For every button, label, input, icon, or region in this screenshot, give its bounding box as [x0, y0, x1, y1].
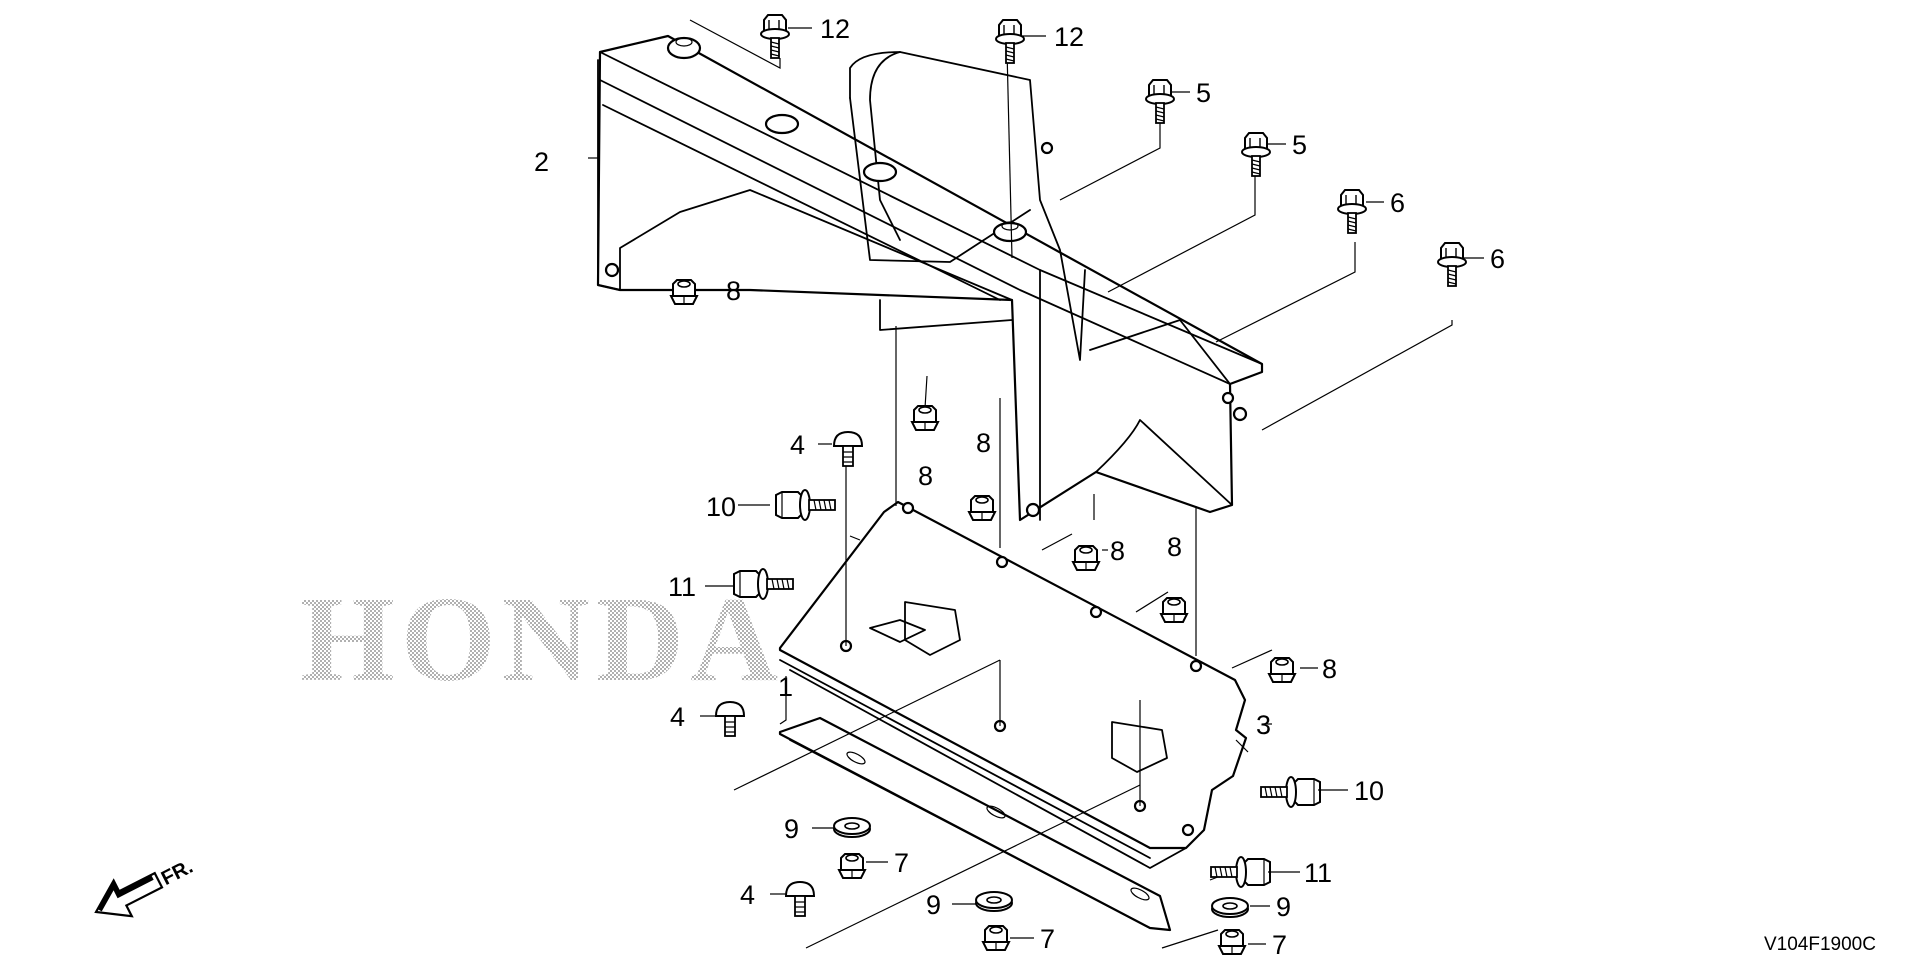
- callout-8-f: 8: [1322, 654, 1337, 684]
- callout-9-b: 9: [926, 890, 941, 920]
- bolt-5-a: [1145, 79, 1175, 124]
- washer-9-a: [833, 817, 871, 838]
- bolt-5-b: [1241, 132, 1271, 177]
- clip-nut-7-c: [1218, 929, 1246, 955]
- callout-7-a: 7: [894, 848, 909, 878]
- callout-10-a: 10: [706, 492, 736, 522]
- callout-4-b: 4: [670, 702, 685, 732]
- callout-9-c: 9: [1276, 892, 1291, 922]
- drawing-code: V104F1900C: [1764, 934, 1876, 955]
- clip-nut-8-c: [968, 495, 996, 521]
- callout-8-e: 8: [1167, 532, 1182, 562]
- callout-1: 1: [778, 672, 793, 702]
- front-label: FR.: [158, 856, 197, 890]
- bolt-12-b: [995, 19, 1025, 64]
- bolt-10-b: [1260, 776, 1321, 808]
- callout-8-c: 8: [976, 428, 991, 458]
- bolt-10-a: [775, 489, 836, 521]
- callout-8-a: 8: [726, 276, 741, 306]
- clip-nut-8-d: [1072, 545, 1100, 571]
- bolt-12-a: [760, 14, 790, 59]
- part-3-lower-cover: [778, 500, 1248, 869]
- callout-11-a: 11: [668, 572, 696, 602]
- callout-labels: 2 12 12 5 5 6 6 8 8 8 8 8 8 4 10 11 1 4 …: [534, 14, 1505, 960]
- callout-6-a: 6: [1390, 188, 1405, 218]
- callout-4-a: 4: [790, 430, 805, 460]
- washer-9-b: [975, 891, 1013, 912]
- rivet-4-a: [833, 431, 863, 467]
- part-2-upper-frame: [596, 34, 1264, 522]
- callout-9-a: 9: [784, 814, 799, 844]
- clip-nut-8-e: [1160, 597, 1188, 623]
- leader-lines: [588, 19, 1453, 949]
- callout-12-b: 12: [1054, 22, 1084, 52]
- callout-5-a: 5: [1196, 78, 1211, 108]
- callout-7-b: 7: [1040, 924, 1055, 954]
- clip-nut-8-b: [911, 405, 939, 431]
- callout-4-c: 4: [740, 880, 755, 910]
- callout-5-b: 5: [1292, 130, 1307, 160]
- bolt-11-a: [733, 568, 794, 600]
- callout-8-b: 8: [918, 461, 933, 491]
- part-1-plate: [778, 716, 1172, 932]
- rivet-4-b: [715, 701, 745, 737]
- clip-nut-8-f: [1268, 657, 1296, 683]
- bolt-11-b: [1210, 856, 1271, 888]
- bolt-6-b: [1437, 242, 1467, 287]
- clip-nut-7-a: [838, 853, 866, 879]
- clip-nut-7-b: [982, 925, 1010, 951]
- callout-11-b: 11: [1304, 858, 1332, 888]
- callout-3: 3: [1256, 710, 1271, 740]
- callout-6-b: 6: [1490, 244, 1505, 274]
- callout-8-d: 8: [1110, 536, 1125, 566]
- clip-nut-8-a: [670, 279, 698, 305]
- callout-7-c: 7: [1272, 930, 1287, 960]
- callout-2: 2: [534, 147, 549, 177]
- callout-12-a: 12: [820, 14, 850, 44]
- rivet-4-c: [785, 881, 815, 917]
- bolt-6-a: [1337, 189, 1367, 234]
- front-direction-arrow: FR.: [94, 856, 197, 918]
- callout-ticks: [698, 27, 1484, 945]
- washer-9-c: [1211, 897, 1249, 918]
- callout-10-b: 10: [1354, 776, 1384, 806]
- honda-watermark: HONDA: [300, 572, 784, 707]
